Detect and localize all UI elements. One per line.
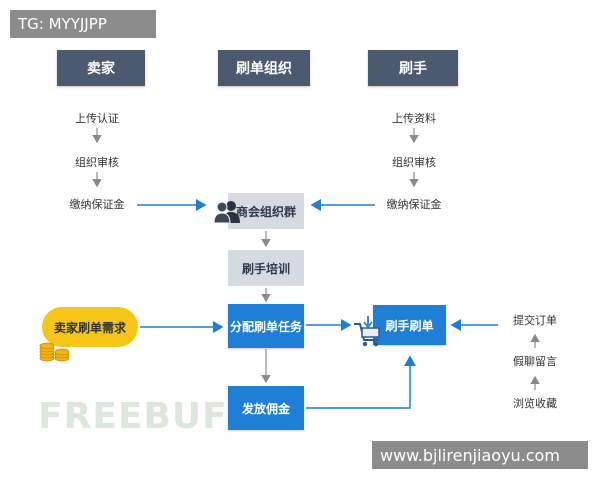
brusher-step-1: 上传资料 <box>392 112 436 125</box>
freebuf-watermark-text: FREEBUF <box>38 396 228 437</box>
brusher-order-box: 刷手刷单 <box>373 305 446 345</box>
top-left-tag: TG: MYYJJPP <box>10 10 156 38</box>
right-step-browse: 浏览收藏 <box>513 397 557 410</box>
merchant-group-box: 商会组织群 <box>228 193 304 229</box>
header-brusher: 刷手 <box>368 50 458 86</box>
bottom-right-url-text: www.bjlirenjiaoyu.com <box>380 445 560 465</box>
right-step-chat: 假聊留言 <box>513 355 557 368</box>
freebuf-watermark: FREEBUF <box>38 396 228 437</box>
shopping-cart-icon <box>354 323 380 347</box>
seller-step-1: 上传认证 <box>75 112 119 125</box>
right-step-submit: 提交订单 <box>513 314 557 327</box>
top-left-tag-text: TG: MYYJJPP <box>18 15 107 33</box>
seller-step-3: 缴纳保证金 <box>69 198 125 211</box>
brusher-step-2: 组织审核 <box>392 156 436 169</box>
pay-commission-label: 发放佣金 <box>241 401 290 416</box>
pay-commission-box: 发放佣金 <box>228 386 304 430</box>
brusher-step-3: 缴纳保证金 <box>386 198 442 211</box>
download-arrow-icon <box>363 316 373 328</box>
brusher-training-label: 刷手培训 <box>241 261 290 276</box>
brusher-training-box: 刷手培训 <box>228 250 304 286</box>
seller-demand-box: 卖家刷单需求 <box>42 307 138 347</box>
bottom-right-url: www.bjlirenjiaoyu.com <box>372 441 588 469</box>
seller-demand-label: 卖家刷单需求 <box>53 320 126 335</box>
assign-task-label: 分配刷单任务 <box>229 319 302 334</box>
seller-step-2: 组织审核 <box>75 156 119 169</box>
brusher-order-label: 刷手刷单 <box>385 318 434 333</box>
people-icon <box>214 201 240 223</box>
header-brusher-label: 刷手 <box>399 61 427 77</box>
merchant-group-label: 商会组织群 <box>235 204 296 219</box>
header-seller: 卖家 <box>57 50 145 86</box>
header-seller-label: 卖家 <box>87 61 115 77</box>
assign-task-box: 分配刷单任务 <box>228 304 304 348</box>
pay-to-brush-arrow <box>306 355 416 409</box>
header-organization: 刷单组织 <box>218 50 310 86</box>
header-organization-label: 刷单组织 <box>236 61 292 77</box>
gold-coins-icon <box>39 342 70 362</box>
